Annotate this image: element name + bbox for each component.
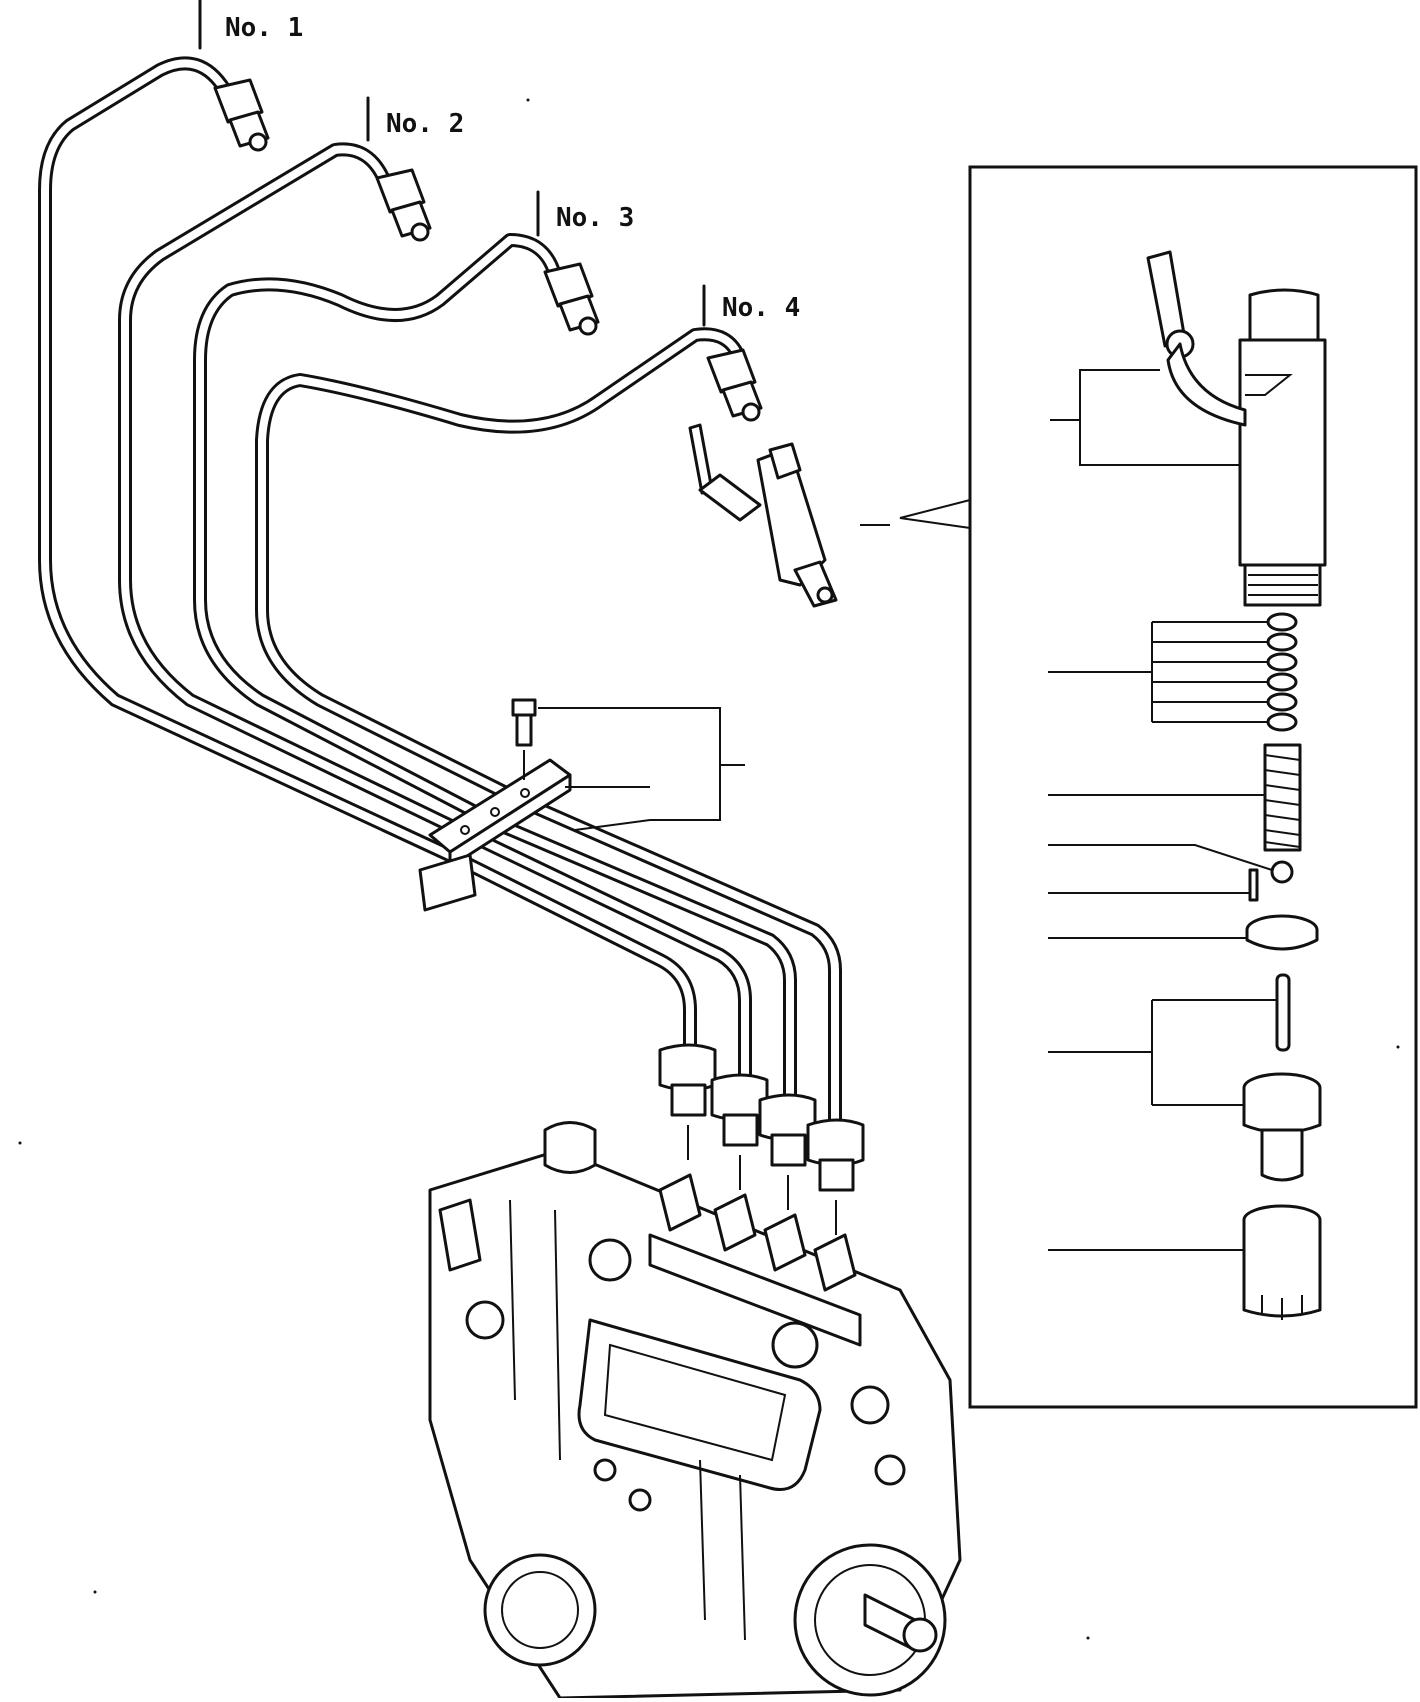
pipe-no-4 (255, 327, 842, 1137)
pipe-no-1 (38, 56, 697, 1057)
label-no-3: No. 3 (556, 203, 634, 233)
nozzle-holder (1146, 250, 1327, 607)
speck (18, 1141, 22, 1145)
upper-fitting-2 (375, 168, 432, 242)
nozzle-assembly (1242, 973, 1322, 1182)
lower-fitting-2 (710, 1073, 769, 1190)
distance-piece (1245, 914, 1319, 951)
speck (1086, 1636, 1090, 1640)
shim-stack (1266, 612, 1298, 732)
pipe-no-2 (118, 142, 752, 1092)
label-no-1: No. 1 (225, 13, 303, 43)
speck (93, 1590, 97, 1594)
lower-fittings (658, 1043, 865, 1235)
injection-pipes (38, 56, 842, 1137)
pipe-clamp (418, 698, 745, 912)
detail-inset (899, 165, 1418, 1409)
lower-fitting-4 (806, 1118, 865, 1235)
inset-callout-arrow (899, 499, 971, 529)
pipe-no-3 (193, 233, 797, 1112)
upper-fitting-3 (543, 262, 600, 336)
spring-seat (1270, 860, 1294, 884)
speck (1396, 1045, 1400, 1049)
upper-fitting-1 (213, 78, 270, 152)
injection-pump (428, 1121, 962, 1700)
lower-fitting-3 (758, 1093, 817, 1210)
upper-fitting-4 (706, 348, 763, 422)
retaining-nut (1242, 1204, 1322, 1320)
pin (1248, 868, 1259, 902)
label-no-4: No. 4 (722, 293, 800, 323)
speck (526, 98, 530, 102)
spring (1263, 743, 1302, 852)
inset-leaders (1048, 369, 1277, 1251)
pipe-labels: No. 1 No. 2 No. 3 No. 4 (198, 0, 800, 327)
lower-fitting-1 (658, 1043, 717, 1160)
upper-fittings (213, 78, 763, 422)
inset-frame (968, 165, 1418, 1409)
injector-small (688, 423, 890, 608)
label-no-2: No. 2 (386, 109, 464, 139)
clamp-bolt (511, 698, 537, 780)
